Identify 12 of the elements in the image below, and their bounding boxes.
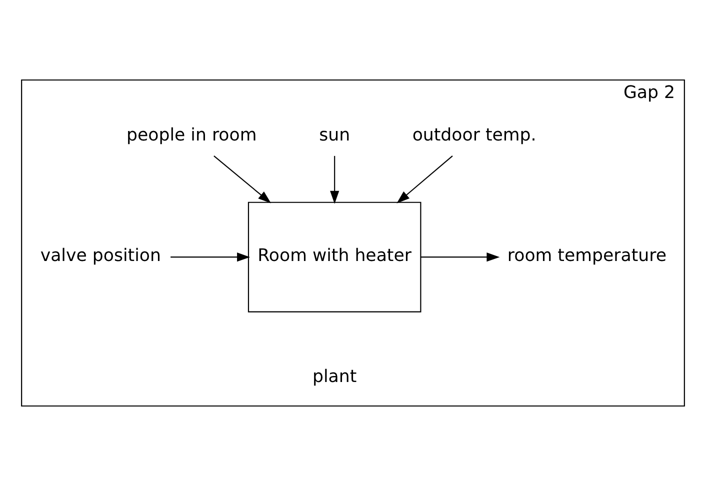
label: plant — [312, 366, 357, 387]
arrow — [330, 156, 340, 204]
node-text: sun — [319, 125, 350, 146]
arrow — [214, 156, 272, 204]
node-text: valve position — [40, 246, 161, 266]
arrow — [396, 156, 453, 204]
node-text: people in room — [126, 125, 257, 146]
arrow — [170, 252, 250, 262]
node-box: Room with heater — [248, 202, 422, 312]
node-text: outdoor temp. — [412, 125, 536, 146]
arrow — [420, 252, 500, 262]
node-text: room temperature — [507, 246, 666, 266]
